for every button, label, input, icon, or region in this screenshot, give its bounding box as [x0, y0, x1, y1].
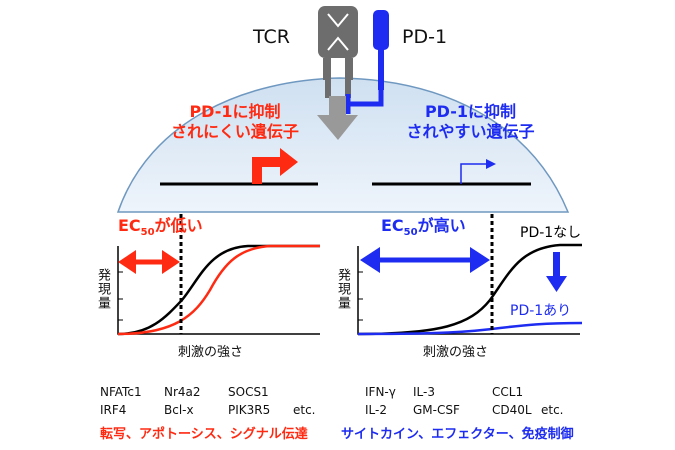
- gene-name: Bcl-x: [164, 403, 194, 417]
- gene-name: etc.: [541, 403, 564, 417]
- left-ec50-prefix: EC: [118, 216, 141, 235]
- left-category-caption: 転写、アポトーシス、シグナル伝達: [100, 427, 308, 442]
- left-ec50-suffix: が低い: [154, 216, 203, 235]
- right-ec50-suffix: が高い: [417, 216, 466, 235]
- right-ec50-prefix: EC: [381, 216, 404, 235]
- gene-name: IRF4: [100, 403, 127, 417]
- left-curve-red: [117, 244, 320, 336]
- gene-name: IFN-γ: [365, 385, 396, 399]
- gene-name: Nr4a2: [164, 385, 201, 399]
- gene-name: NFATc1: [100, 385, 142, 399]
- left-ec50-sub: 50: [140, 227, 155, 239]
- gene-name: IL-2: [365, 403, 387, 417]
- right-gene-title-line1: PD-1に抑制: [424, 102, 517, 121]
- left-gene-title-line2: されにくい遺伝子: [171, 122, 299, 141]
- pd1-receptor-icon: [345, 10, 389, 114]
- left-ec50-label: EC50が低い: [118, 218, 203, 238]
- cell-membrane: [116, 77, 570, 213]
- tcr-label: TCR: [253, 26, 290, 48]
- gene-name: CD40L: [492, 403, 532, 417]
- pd1-label: PD-1: [402, 26, 448, 48]
- curve-label-without-pd1: PD-1なし: [520, 225, 582, 241]
- gene-name: CCL1: [492, 385, 524, 399]
- right-category-caption: サイトカイン、エフェクター、免疫制御: [341, 427, 574, 442]
- right-gene-title: PD-1に抑制 されやすい遺伝子: [388, 104, 553, 140]
- left-y-axis-label: 発現量: [95, 268, 110, 310]
- left-plot: [117, 214, 320, 336]
- right-curve-black: [357, 243, 582, 336]
- right-x-axis-label: 刺激の強さ: [423, 345, 489, 360]
- right-plot: [357, 214, 583, 336]
- right-ec50-double-arrow-icon: [360, 247, 490, 273]
- right-gene-title-line2: されやすい遺伝子: [406, 122, 535, 141]
- gene-name: SOCS1: [228, 385, 269, 399]
- right-y-axis-label: 発現量: [335, 268, 350, 310]
- right-ec50-label: EC50が高い: [381, 218, 466, 238]
- right-ec50-sub: 50: [403, 227, 418, 239]
- left-gene-title: PD-1に抑制 されにくい遺伝子: [160, 104, 310, 140]
- left-gene-title-line1: PD-1に抑制: [189, 102, 281, 121]
- left-curve-black: [117, 244, 320, 336]
- gene-name: etc.: [293, 403, 316, 417]
- gene-name: IL-3: [413, 385, 435, 399]
- pd1-suppression-down-arrow-icon: [546, 252, 567, 292]
- left-x-axis-label: 刺激の強さ: [178, 345, 244, 360]
- left-gene-promoter-arrow-icon: [252, 148, 298, 184]
- left-ec50-double-arrow-icon: [118, 250, 180, 274]
- tcr-receptor-icon: [318, 6, 358, 98]
- right-gene-arrowhead-icon: [486, 159, 496, 169]
- gene-name: GM-CSF: [413, 403, 460, 417]
- curve-label-with-pd1: PD-1あり: [510, 303, 572, 319]
- left-y-axis: [117, 246, 320, 335]
- right-gene-promoter-arrow-icon: [460, 163, 488, 184]
- gene-name: PIK3R5: [228, 403, 271, 417]
- right-curve-blue: [357, 321, 583, 336]
- signal-arrow-icon: [317, 96, 358, 140]
